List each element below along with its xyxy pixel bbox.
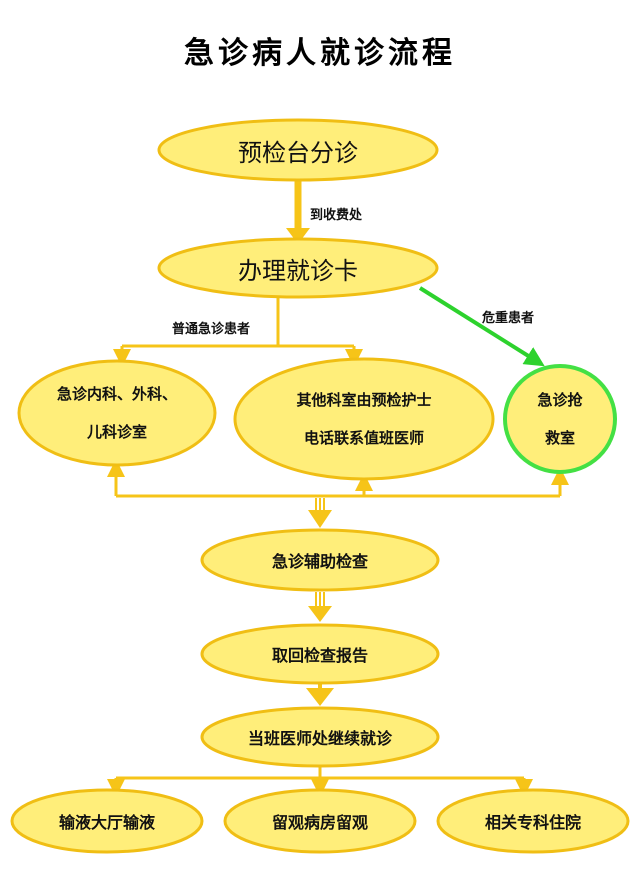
arrowhead-continue xyxy=(306,688,334,706)
nodes xyxy=(10,118,630,854)
edge-label-to-cashier: 到收费处 xyxy=(310,208,363,223)
edge-label-normal: 普通急诊患者 xyxy=(172,322,251,337)
arrowhead-aux xyxy=(308,510,332,528)
node-infusion: 输液大厅输液 xyxy=(58,813,155,832)
node-card: 办理就诊卡 xyxy=(238,256,358,285)
node-card-shape xyxy=(157,237,439,299)
node-internal-shape xyxy=(17,359,217,467)
connectors xyxy=(107,180,569,797)
node-report: 取回检查报告 xyxy=(271,646,368,665)
node-aux-shape xyxy=(200,528,440,592)
arrowhead-card xyxy=(286,228,310,244)
node-continue: 当班医师处继续就诊 xyxy=(247,729,392,748)
node-continue-shape xyxy=(200,706,440,768)
node-observe-shape xyxy=(223,788,417,854)
node-inpatient-shape xyxy=(436,788,630,854)
node-inpatient: 相关专科住院 xyxy=(484,813,581,832)
node-internal: 急诊内科、外科、 儿科诊室 xyxy=(56,385,177,441)
node-rescue: 急诊抢 救室 xyxy=(537,391,583,447)
node-other-shape xyxy=(233,357,495,481)
node-other: 其他科室由预检护士 电话联系值班医师 xyxy=(296,391,432,447)
node-report-shape xyxy=(200,623,440,685)
node-triage: 预检台分诊 xyxy=(238,138,358,167)
page-title: 急诊病人就诊流程 xyxy=(184,36,456,71)
node-triage-shape xyxy=(157,118,439,182)
edge-label-critical: 危重患者 xyxy=(482,311,535,326)
arrowhead-report xyxy=(308,606,332,622)
node-observe: 留观病房留观 xyxy=(271,813,368,832)
node-infusion-shape xyxy=(10,788,204,854)
node-aux: 急诊辅助检查 xyxy=(271,552,368,571)
arrow-critical xyxy=(418,286,545,367)
node-rescue-shape xyxy=(503,364,617,474)
